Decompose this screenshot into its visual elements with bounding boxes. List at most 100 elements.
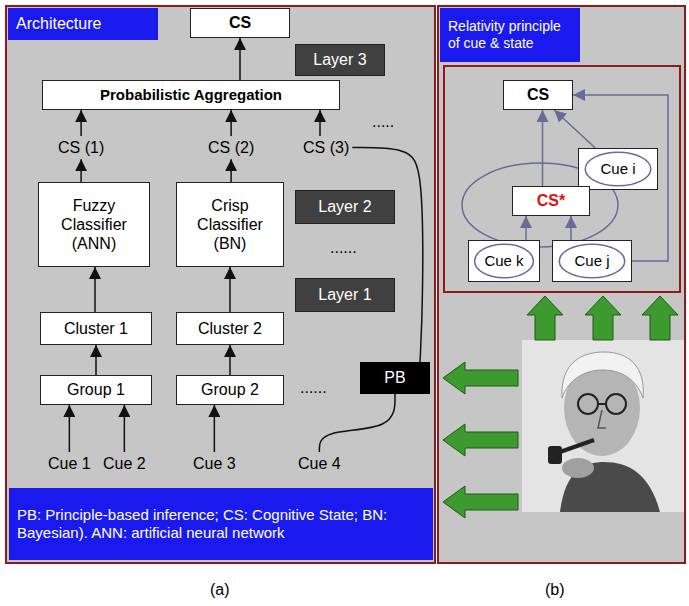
node-text: Cluster 2 (198, 319, 262, 338)
connector (230, 159, 232, 182)
panel-a (6, 6, 435, 563)
connector (230, 110, 232, 136)
ellipsis: ...... (300, 378, 327, 397)
node-text: Cue j (574, 252, 609, 270)
node-text: Cue k (484, 252, 523, 270)
node-text: Layer 2 (318, 197, 371, 216)
ellipsis: ..... (372, 112, 394, 131)
node-text: CS (2) (208, 138, 254, 157)
connector (80, 159, 82, 182)
cue-text: Cue 2 (100, 452, 149, 475)
node-text: Cue 3 (193, 454, 236, 473)
state-box: CS (190, 8, 290, 38)
connector (319, 394, 395, 452)
left-arrow (443, 424, 518, 456)
node-text: Layer 3 (313, 50, 366, 69)
node-text: PB: Principle-based inference; CS: Cogni… (17, 506, 425, 542)
node-text: CS (229, 13, 251, 32)
connector (69, 405, 71, 452)
photo-pipe (560, 440, 594, 452)
legend-box: PB: Principle-based inference; CS: Cogni… (9, 488, 433, 560)
state-box: CS (503, 80, 573, 110)
node-text: Cue 1 (48, 454, 91, 473)
photo-glasses (606, 394, 626, 414)
node-text: Group 2 (201, 380, 259, 399)
left-arrow (443, 486, 518, 518)
node-text: Cue 2 (103, 454, 146, 473)
state-text: CS (3) (300, 136, 352, 159)
up-arrow (585, 296, 621, 340)
connector (352, 148, 423, 362)
cluster-box: Cluster 1 (40, 312, 152, 345)
panel-tag: Relativity principle of cue & state (440, 8, 580, 62)
classifier-box: Fuzzy Classifier (ANN) (38, 182, 150, 267)
classifier-box: Crisp Classifier (BN) (176, 182, 284, 267)
panel-b (438, 6, 685, 563)
cue-text: Cue 4 (295, 452, 344, 475)
connector (554, 110, 595, 148)
connector (570, 216, 572, 240)
green-arrows (443, 296, 678, 518)
cue-text: Cue 3 (190, 452, 239, 475)
node-text: Cue i (600, 160, 635, 178)
node-text: CS* (537, 191, 565, 210)
state-text: CS (1) (55, 136, 107, 159)
node-text: Relativity principle of cue & state (448, 18, 572, 52)
node-text: Fuzzy Classifier (ANN) (45, 196, 143, 254)
node-text: Group 1 (67, 380, 125, 399)
node-text: Probabilistic Aggregation (100, 86, 282, 104)
connector (214, 405, 216, 452)
connector (229, 267, 231, 312)
state-box: CS* (512, 186, 590, 216)
cue-ring (559, 244, 625, 278)
connector (525, 216, 527, 240)
photo-glasses (598, 403, 606, 405)
node-text: Crisp Classifier (BN) (183, 196, 277, 254)
up-arrow (642, 296, 678, 340)
connector (124, 405, 126, 452)
cue-box: Cue j (552, 240, 632, 282)
layer-tag: Layer 3 (295, 44, 385, 76)
photo-hand (562, 458, 594, 478)
panel-caption: (a) (210, 580, 230, 599)
ellipsis: ...... (330, 238, 357, 257)
connector (319, 110, 321, 136)
node-text: Cluster 1 (64, 319, 128, 338)
connector (239, 38, 241, 80)
photo-glasses (578, 394, 598, 414)
layer-tag: Layer 1 (295, 278, 395, 312)
group-box: Group 2 (176, 375, 284, 405)
connector (94, 267, 96, 312)
cue-box: Cue k (468, 240, 540, 282)
photo-ground (522, 340, 684, 512)
portrait-photo (522, 340, 684, 512)
connector (80, 110, 82, 136)
up-arrow (527, 296, 563, 340)
inner-frame (444, 66, 680, 292)
node-text: Layer 1 (318, 285, 371, 304)
node-text: CS (527, 85, 549, 104)
node-text: CS (1) (58, 138, 104, 157)
left-arrow (443, 362, 518, 394)
cue-text: Cue 1 (45, 452, 94, 475)
cluster-box: Cluster 2 (176, 312, 284, 345)
panel-tag: Architecture (8, 8, 158, 40)
connector (95, 345, 97, 375)
state-text: CS (2) (205, 136, 257, 159)
connector (229, 345, 231, 375)
photo-pipe (548, 446, 562, 464)
layer-tag: Layer 2 (295, 190, 395, 224)
node-text: PB (384, 368, 405, 387)
cue-ring (475, 244, 534, 278)
group-box: Group 1 (40, 375, 152, 405)
node-text: CS (3) (303, 138, 349, 157)
process-box: Probabilistic Aggregation (42, 80, 340, 110)
cue-ring (585, 152, 651, 186)
photo-nose (598, 410, 606, 428)
inference-box: PB (360, 362, 430, 394)
photo-hair (562, 352, 643, 398)
connector (542, 110, 544, 186)
panel-caption: (b) (545, 580, 565, 599)
cue-box: Cue i (578, 148, 658, 190)
